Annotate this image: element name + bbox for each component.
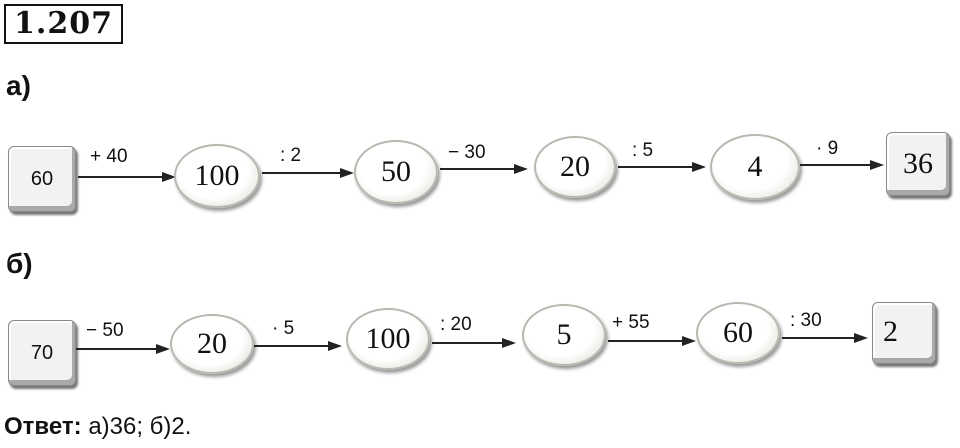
chain-b-start-box: 70: [8, 320, 76, 386]
chain-b-arrowhead-5: [854, 333, 868, 343]
chain-a-arrowhead-1: [162, 172, 176, 182]
chain-b-arrow-5: [782, 337, 860, 339]
chain-b-op-3: : 20: [440, 314, 472, 335]
chain-b-value-3: 5: [522, 304, 606, 366]
chain-a-arrow-5: [800, 164, 876, 166]
chain-a-arrow-3: [440, 168, 520, 170]
chain-b-arrowhead-4: [682, 336, 696, 346]
answer-line: Ответ: а)36; б)2.: [4, 413, 191, 441]
chain-b-result-box: 2: [872, 302, 936, 364]
chain-a-arrowhead-3: [514, 164, 528, 174]
chain-a-arrow-2: [262, 172, 346, 174]
chain-b-value-4: 60: [696, 302, 780, 364]
chain-b-arrowhead-2: [328, 341, 342, 351]
chain-b-op-1: − 50: [86, 320, 124, 341]
chain-a-result-box: 36: [886, 132, 950, 196]
chain-b-op-2: · 5: [272, 318, 295, 339]
chain-a-arrow-1: [78, 176, 168, 178]
chain-a-op-5: · 9: [816, 138, 839, 159]
chain-a-arrowhead-4: [692, 162, 706, 172]
chain-b-arrow-1: [76, 348, 162, 350]
part-a-label: а): [6, 70, 31, 101]
chain-a-op-3: − 30: [448, 142, 486, 163]
chain-b-arrow-4: [608, 340, 688, 342]
chain-a-result-value: 36: [903, 147, 933, 180]
chain-b-op-4: + 55: [612, 312, 650, 333]
chain-a-start-box: 60: [8, 146, 76, 212]
chain-a-op-2: : 2: [280, 145, 302, 166]
chain-a-value-3: 20: [534, 136, 616, 198]
part-b-label: б): [6, 248, 33, 279]
chain-a-value-2: 50: [354, 140, 438, 204]
task-number: 1.207: [4, 4, 123, 44]
chain-b-result-value: 2: [883, 315, 898, 348]
chain-b-arrow-2: [254, 345, 334, 347]
chain-b-start-value: 70: [30, 341, 54, 364]
answer-label: Ответ:: [4, 413, 82, 440]
chain-a-value-1: 100: [174, 144, 260, 208]
chain-a-arrowhead-5: [870, 160, 884, 170]
chain-a-arrowhead-2: [340, 168, 354, 178]
chain-b-op-5: : 30: [790, 310, 822, 331]
chain-b-arrowhead-3: [502, 338, 516, 348]
chain-b-value-1: 20: [170, 314, 254, 374]
chain-b-value-2: 100: [346, 308, 430, 370]
chain-a-op-1: + 40: [90, 146, 128, 167]
chain-a-value-4: 4: [710, 134, 800, 200]
chain-a-op-4: : 5: [632, 140, 654, 161]
chain-a-arrow-4: [618, 166, 698, 168]
chain-b-arrow-3: [432, 342, 508, 344]
answer-text: а)36; б)2.: [88, 413, 192, 440]
chain-a-start-value: 60: [30, 167, 54, 190]
chain-b-arrowhead-1: [156, 344, 170, 354]
